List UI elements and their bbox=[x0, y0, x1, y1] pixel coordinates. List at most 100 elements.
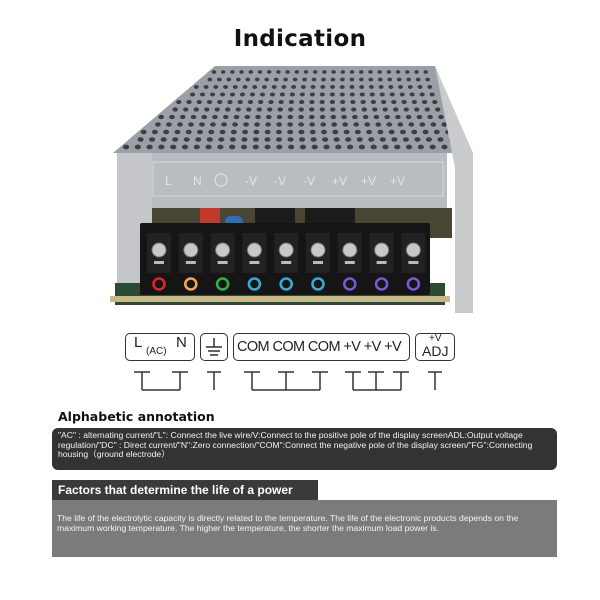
vent-hole bbox=[425, 137, 433, 142]
adj-label-box: +V ADJ bbox=[415, 333, 455, 361]
vent-hole bbox=[333, 137, 340, 142]
vent-hole bbox=[425, 77, 430, 82]
vent-hole bbox=[379, 92, 385, 97]
vent-hole bbox=[227, 99, 233, 105]
vent-hole bbox=[377, 70, 382, 74]
vent-hole bbox=[239, 70, 244, 74]
vent-hole bbox=[218, 137, 225, 142]
vent-hole bbox=[294, 70, 300, 74]
vent-hole bbox=[266, 114, 272, 120]
terminal-color-ring bbox=[184, 277, 198, 291]
vent-hole bbox=[206, 137, 213, 142]
vent-hole bbox=[279, 92, 285, 97]
vent-hole bbox=[229, 92, 236, 97]
vent-hole bbox=[335, 144, 342, 150]
annotation-heading: Alphabetic annotation bbox=[58, 409, 215, 424]
cover-label: N bbox=[193, 174, 202, 188]
vent-hole bbox=[252, 137, 259, 142]
vent-hole bbox=[252, 85, 258, 89]
vent-hole bbox=[213, 85, 219, 89]
vent-hole bbox=[408, 122, 415, 127]
vent-hole bbox=[249, 92, 256, 97]
vent-hole bbox=[217, 144, 224, 150]
terminal-clamp bbox=[344, 261, 355, 264]
life-heading: Factors that determine the life of a pow… bbox=[52, 480, 318, 500]
vent-hole bbox=[342, 122, 349, 127]
terminal-color-ring bbox=[247, 277, 262, 291]
vent-hole bbox=[268, 99, 274, 105]
vent-hole bbox=[387, 77, 393, 82]
vent-hole bbox=[386, 70, 392, 74]
vent-hole bbox=[368, 137, 375, 142]
vent-hole bbox=[299, 92, 305, 97]
vent-hole bbox=[349, 70, 355, 74]
l-label: L bbox=[134, 334, 143, 351]
vent-hole bbox=[196, 99, 202, 105]
cover-label: +V bbox=[390, 174, 405, 188]
vent-hole bbox=[222, 114, 229, 120]
vent-hole bbox=[179, 114, 186, 120]
terminal-screw bbox=[342, 242, 358, 258]
vent-hole bbox=[309, 99, 315, 105]
vent-hole bbox=[358, 77, 364, 82]
vent-hole bbox=[190, 114, 197, 120]
vent-hole bbox=[373, 114, 380, 120]
com-v-label: COM COM COM +V +V +V bbox=[237, 339, 402, 355]
vent-hole bbox=[240, 144, 248, 150]
vent-hole bbox=[273, 77, 279, 82]
vent-hole bbox=[235, 107, 241, 112]
terminal-clamp bbox=[249, 261, 260, 264]
vent-hole bbox=[309, 114, 315, 120]
vent-hole bbox=[339, 92, 345, 97]
com-bridge bbox=[244, 371, 328, 391]
side-panel bbox=[435, 66, 473, 313]
vent-hole bbox=[386, 122, 393, 127]
vent-hole bbox=[298, 122, 305, 127]
vent-hole bbox=[322, 137, 329, 142]
vent-hole bbox=[330, 77, 336, 82]
vent-hole bbox=[193, 85, 199, 89]
vent-hole bbox=[200, 92, 206, 97]
vent-hole bbox=[225, 107, 231, 112]
vent-hole bbox=[246, 107, 252, 112]
vent-hole bbox=[395, 70, 401, 74]
terminal-screw bbox=[151, 242, 167, 258]
vent-hole bbox=[217, 77, 222, 82]
vent-hole bbox=[382, 144, 389, 150]
vent-hole bbox=[349, 77, 355, 82]
vent-hole bbox=[242, 85, 248, 89]
vent-hole bbox=[400, 129, 406, 135]
vent-hole bbox=[264, 137, 271, 142]
vent-hole bbox=[399, 92, 405, 97]
vent-hole bbox=[391, 99, 397, 105]
vent-hole bbox=[435, 107, 441, 112]
terminal-screw bbox=[183, 242, 199, 258]
vent-hole bbox=[437, 137, 444, 142]
vent-hole bbox=[377, 77, 383, 82]
vent-hole bbox=[322, 70, 327, 74]
vent-hole bbox=[417, 144, 424, 150]
cover-label: -V bbox=[303, 174, 315, 188]
vent-hole bbox=[137, 137, 144, 142]
vent-hole bbox=[356, 137, 363, 142]
vent-hole bbox=[370, 99, 376, 105]
vent-hole bbox=[181, 144, 189, 150]
vent-hole bbox=[188, 122, 194, 127]
ac-label: (AC) bbox=[146, 346, 167, 357]
vent-hole bbox=[300, 85, 306, 89]
vent-hole bbox=[384, 114, 390, 120]
vent-hole bbox=[245, 77, 251, 82]
vent-hole bbox=[368, 70, 373, 74]
vent-hole bbox=[349, 85, 355, 89]
terminal-clamp bbox=[313, 261, 323, 264]
vent-hole bbox=[321, 77, 326, 82]
vent-hole bbox=[288, 144, 295, 150]
vent-hole bbox=[219, 129, 226, 135]
vent-hole bbox=[230, 129, 237, 135]
vent-hole bbox=[217, 99, 223, 105]
vent-hole bbox=[195, 137, 202, 142]
vent-hole bbox=[243, 122, 249, 127]
vent-hole bbox=[255, 114, 261, 120]
terminal-screw bbox=[278, 242, 294, 258]
vent-hole bbox=[340, 77, 345, 82]
